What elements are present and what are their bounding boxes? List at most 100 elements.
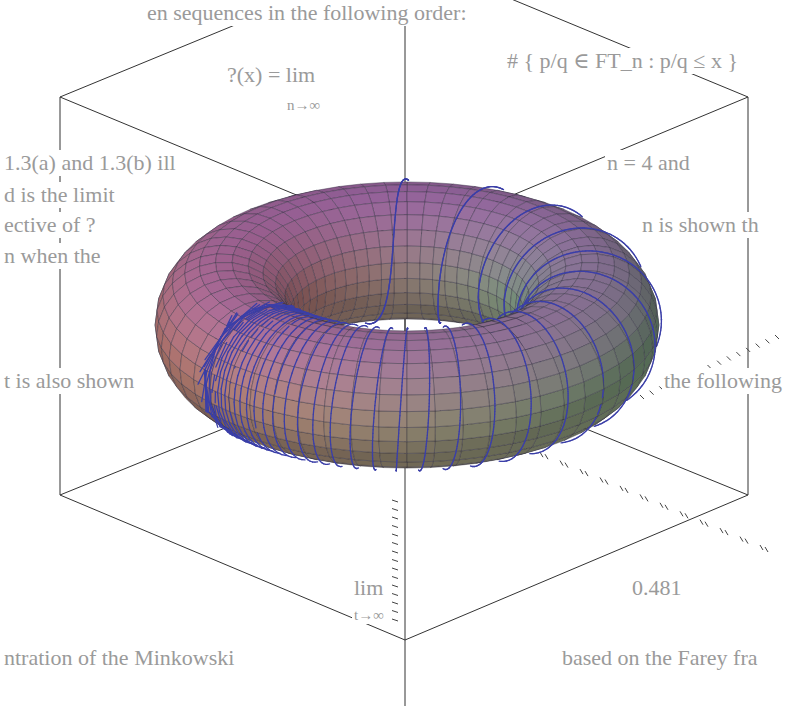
winding-curve bbox=[504, 308, 505, 309]
winding-curve bbox=[483, 266, 485, 267]
winding-curve bbox=[383, 310, 384, 312]
winding-curve bbox=[484, 262, 486, 263]
axis-tick bbox=[625, 488, 628, 493]
winding-curve bbox=[492, 243, 494, 245]
winding-curve bbox=[376, 320, 378, 322]
winding-curve bbox=[477, 191, 479, 193]
winding-curve bbox=[398, 190, 399, 192]
winding-curve bbox=[439, 322, 440, 324]
winding-curve bbox=[488, 186, 490, 187]
winding-curve bbox=[386, 299, 387, 301]
winding-curve bbox=[440, 322, 441, 323]
winding-curve bbox=[400, 183, 401, 185]
winding-curve bbox=[516, 217, 518, 219]
winding-curve bbox=[379, 316, 381, 318]
winding-curve bbox=[438, 315, 439, 317]
winding-curve bbox=[482, 188, 484, 190]
torus-face bbox=[407, 215, 423, 230]
winding-curve bbox=[394, 218, 395, 220]
winding-curve bbox=[442, 260, 444, 262]
torus-face bbox=[421, 230, 437, 247]
winding-curve bbox=[515, 217, 517, 219]
winding-curve bbox=[390, 276, 391, 278]
winding-curve bbox=[381, 313, 382, 315]
winding-curve bbox=[444, 253, 446, 254]
winding-curve bbox=[379, 316, 381, 318]
winding-curve bbox=[402, 180, 404, 182]
winding-curve bbox=[398, 191, 400, 193]
winding-curve bbox=[393, 232, 394, 234]
winding-curve bbox=[403, 179, 404, 180]
winding-curve bbox=[399, 186, 400, 188]
winding-curve bbox=[470, 197, 472, 199]
axis-tick bbox=[705, 522, 708, 527]
winding-curve bbox=[542, 239, 543, 241]
winding-curve bbox=[402, 180, 403, 181]
winding-curve bbox=[496, 187, 498, 188]
winding-curve bbox=[383, 309, 385, 311]
winding-curve bbox=[504, 227, 506, 229]
winding-curve bbox=[491, 186, 493, 187]
winding-curve bbox=[495, 240, 497, 241]
winding-curve bbox=[490, 186, 492, 187]
winding-curve bbox=[395, 206, 396, 208]
winding-curve bbox=[403, 179, 405, 180]
winding-curve bbox=[439, 323, 440, 324]
winding-curve bbox=[373, 322, 375, 323]
winding-curve bbox=[501, 231, 503, 233]
winding-curve bbox=[438, 317, 439, 319]
winding-curve bbox=[398, 192, 399, 194]
winding-curve bbox=[541, 266, 542, 268]
winding-curve bbox=[370, 323, 372, 324]
winding-curve bbox=[457, 215, 459, 217]
winding-curve bbox=[498, 187, 500, 188]
winding-curve bbox=[483, 265, 485, 266]
winding-curve bbox=[388, 285, 389, 287]
winding-curve bbox=[389, 281, 390, 283]
winding-curve bbox=[408, 179, 410, 180]
winding-curve bbox=[610, 234, 611, 236]
winding-curve bbox=[622, 242, 624, 244]
winding-curve bbox=[497, 187, 499, 189]
winding-curve bbox=[447, 240, 449, 242]
winding-curve bbox=[405, 178, 407, 179]
axis-tick bbox=[736, 352, 740, 356]
winding-curve bbox=[438, 312, 439, 314]
winding-curve bbox=[373, 322, 375, 323]
winding-curve bbox=[396, 199, 397, 201]
winding-curve bbox=[437, 306, 438, 308]
winding-curve bbox=[369, 323, 371, 324]
winding-curve bbox=[439, 321, 440, 322]
winding-curve bbox=[388, 286, 389, 288]
winding-curve bbox=[631, 250, 633, 252]
winding-curve bbox=[408, 179, 409, 180]
winding-curve bbox=[437, 307, 438, 309]
winding-curve bbox=[439, 323, 440, 324]
winding-curve bbox=[461, 208, 463, 210]
winding-curve bbox=[438, 293, 439, 295]
winding-curve bbox=[399, 185, 400, 187]
winding-curve bbox=[458, 213, 460, 215]
winding-curve bbox=[438, 316, 439, 318]
winding-curve bbox=[570, 209, 572, 211]
winding-curve bbox=[386, 297, 388, 299]
winding-curve bbox=[394, 220, 395, 222]
box-edge bbox=[748, 97, 749, 495]
winding-curve bbox=[397, 196, 398, 198]
axis-tick bbox=[545, 454, 548, 459]
winding-curve bbox=[402, 180, 403, 181]
winding-curve bbox=[397, 197, 398, 199]
winding-curve bbox=[372, 323, 374, 324]
winding-curve bbox=[385, 301, 386, 303]
winding-curve bbox=[484, 187, 486, 188]
winding-curve bbox=[500, 233, 502, 235]
winding-curve bbox=[492, 245, 494, 246]
winding-curve bbox=[460, 209, 462, 211]
winding-curve bbox=[482, 269, 484, 270]
winding-curve bbox=[489, 249, 491, 251]
winding-curve bbox=[368, 323, 370, 324]
winding-curve bbox=[365, 323, 367, 324]
torus-face bbox=[378, 305, 394, 315]
winding-curve bbox=[577, 212, 579, 214]
